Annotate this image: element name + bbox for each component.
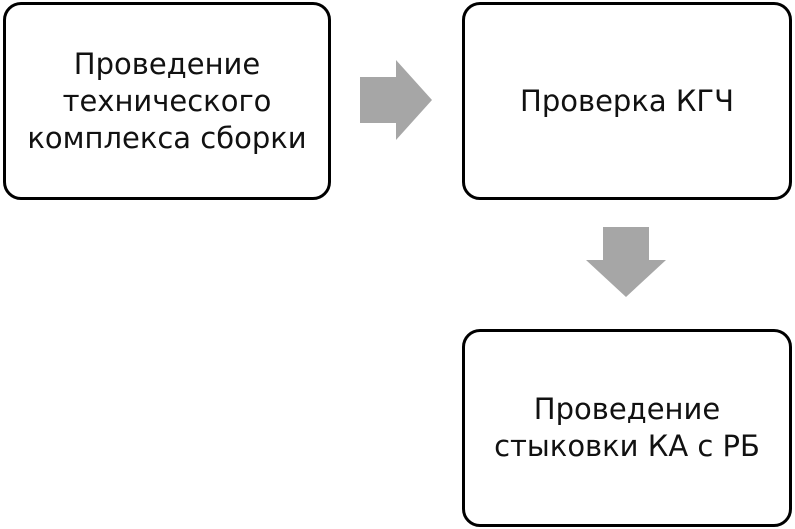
step-box-docking: Проведение стыковки КА с РБ	[462, 329, 792, 527]
step-box-kgch-check: Проверка КГЧ	[462, 2, 792, 200]
arrow-right-shape	[360, 60, 432, 140]
step-label-line: технического	[62, 83, 272, 118]
arrow-down-shape	[586, 227, 666, 297]
step-label: Проведение технического комплекса сборки	[27, 46, 306, 157]
step-box-assembly-complex: Проведение технического комплекса сборки	[3, 2, 331, 200]
step-label: Проведение стыковки КА с РБ	[494, 391, 760, 465]
step-label-line: стыковки КА с РБ	[494, 429, 760, 463]
arrow-down-icon	[586, 227, 666, 297]
step-label-line: комплекса сборки	[27, 120, 307, 155]
arrow-right-icon	[360, 60, 432, 140]
step-label-line: Проведение	[73, 46, 261, 81]
step-label-line: Проверка КГЧ	[520, 83, 734, 118]
step-label: Проверка КГЧ	[520, 83, 734, 120]
step-label-line: Проведение	[533, 392, 721, 426]
